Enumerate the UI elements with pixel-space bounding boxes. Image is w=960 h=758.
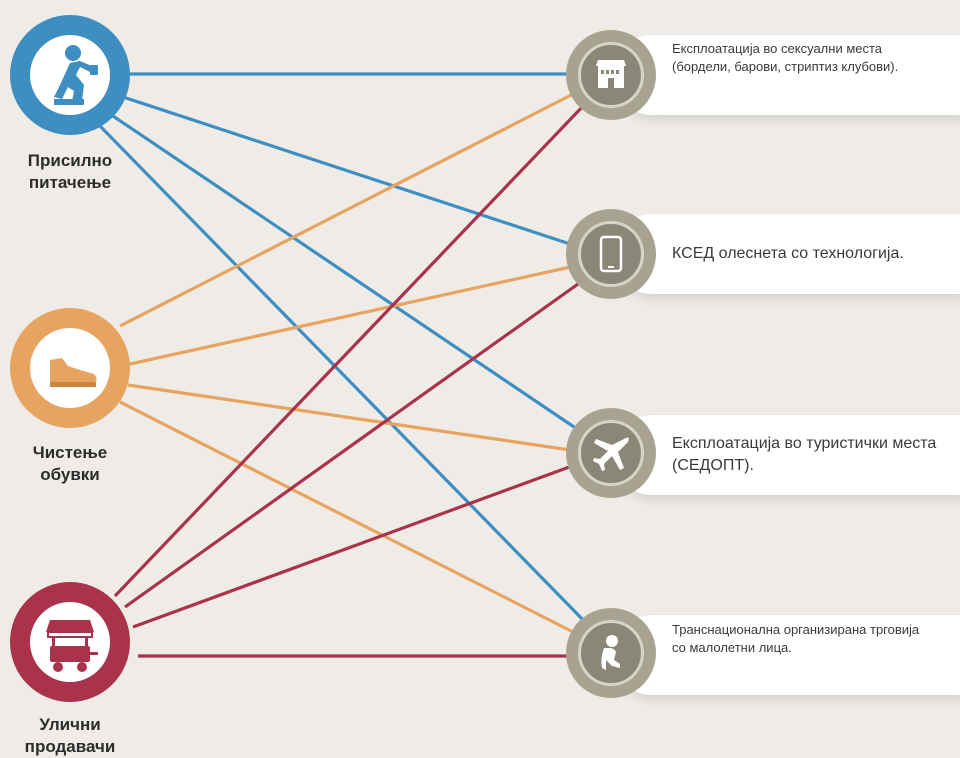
connection-begging-technology — [119, 94, 571, 246]
crouching-child-icon — [601, 635, 620, 670]
node-tourism — [566, 408, 656, 498]
connection-shoeshine-technology — [129, 264, 576, 366]
airplane-icon — [593, 437, 629, 471]
node-sex-venues — [566, 30, 656, 120]
card-text-technology: КСЕД олеснета со технологија. — [672, 245, 904, 262]
connection-begging-tourism — [109, 112, 581, 433]
card-sex-venues — [612, 35, 960, 115]
card-tourism — [612, 415, 960, 495]
node-trafficking — [566, 608, 656, 698]
connection-diagram: Присилно питачење Чистење обувки Улични … — [10, 15, 960, 756]
connection-begging-trafficking — [98, 124, 592, 629]
card-technology — [612, 214, 960, 294]
connection-vendors-technology — [124, 277, 586, 609]
label-begging: Присилно питачење — [27, 151, 113, 192]
label-shoeshine: Чистење обувки — [32, 443, 108, 484]
label-vendors: Улични продавачи — [24, 715, 116, 756]
market-stall-cart-icon — [46, 620, 98, 672]
shoe-icon — [50, 358, 97, 387]
card-text-trafficking: Транснационална организирана трговија со… — [672, 622, 920, 655]
card-trafficking — [612, 615, 960, 695]
connection-vendors-tourism — [132, 464, 573, 629]
node-vendors — [10, 582, 130, 702]
building-icon — [596, 60, 626, 88]
node-begging — [10, 15, 130, 135]
connection-vendors-sex-venues — [113, 102, 587, 598]
kneeling-person-icon — [54, 45, 98, 105]
connection-shoeshine-sex-venues — [119, 91, 576, 328]
smartphone-icon — [599, 235, 623, 273]
connection-shoeshine-tourism — [127, 383, 571, 452]
node-shoeshine — [10, 308, 130, 428]
card-text-tourism: Експлоатација во туристички места (СЕДОП… — [672, 435, 937, 474]
card-text-sex-venues: Експлоатација во сексуални места (бордел… — [672, 41, 899, 74]
node-technology — [566, 209, 656, 299]
connection-shoeshine-trafficking — [119, 400, 576, 635]
connection-lines — [98, 72, 592, 658]
